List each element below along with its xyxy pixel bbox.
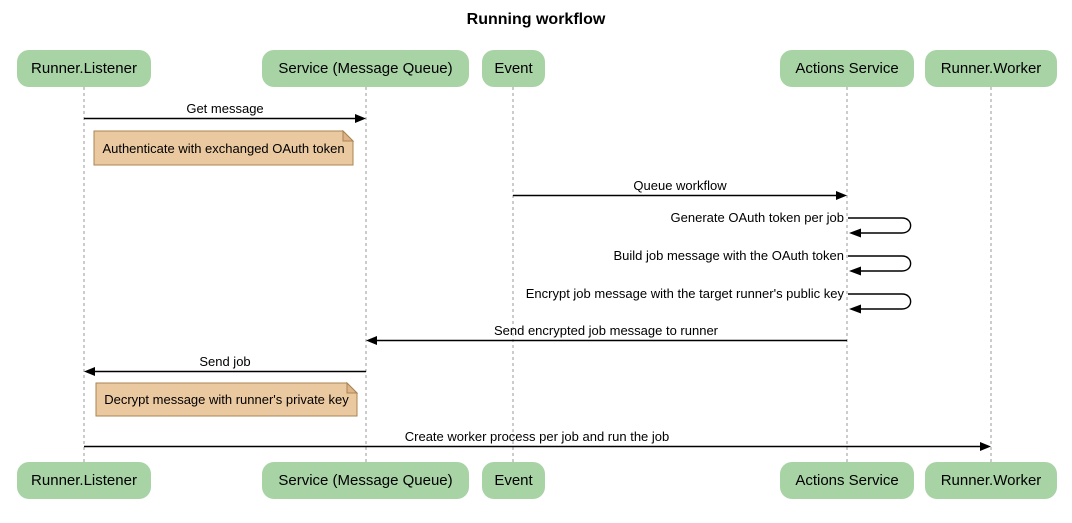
self-loop-build-job-message bbox=[848, 255, 912, 276]
arrow-create-worker bbox=[84, 442, 991, 451]
arrowhead-left-icon bbox=[366, 336, 377, 345]
participant-label: Runner.Listener bbox=[31, 60, 137, 77]
note-body bbox=[95, 382, 358, 417]
loop-line bbox=[848, 255, 912, 272]
arrowhead-left-icon bbox=[849, 266, 861, 276]
note-decrypt-private-key: Decrypt message with runner's private ke… bbox=[104, 392, 349, 407]
participant-top-service-message-queue: Service (Message Queue) bbox=[262, 50, 469, 87]
arrow-send-encrypted-job bbox=[366, 336, 847, 345]
message-label-generate-oauth-token: Generate OAuth token per job bbox=[670, 210, 844, 225]
arrow-queue-workflow bbox=[513, 191, 847, 200]
note-shape-authenticate bbox=[93, 129, 355, 166]
note-shape-decrypt bbox=[95, 381, 359, 417]
participant-bottom-service-message-queue: Service (Message Queue) bbox=[262, 462, 469, 499]
note-fold-icon bbox=[342, 129, 355, 142]
loop-line bbox=[848, 293, 912, 310]
message-label-build-job-message: Build job message with the OAuth token bbox=[613, 248, 844, 263]
participant-bottom-actions-service: Actions Service bbox=[780, 462, 914, 499]
participant-top-runner-listener: Runner.Listener bbox=[17, 50, 151, 87]
participant-top-runner-worker: Runner.Worker bbox=[925, 50, 1057, 87]
note-fold-icon bbox=[346, 381, 359, 394]
note-body bbox=[93, 130, 354, 166]
message-label-get-message: Get message bbox=[186, 101, 264, 116]
message-label-send-encrypted-job: Send encrypted job message to runner bbox=[493, 323, 719, 338]
arrow-get-message bbox=[84, 114, 366, 123]
arrow-send-job bbox=[84, 367, 366, 376]
arrowhead-left-icon bbox=[849, 304, 861, 314]
self-loop-generate-oauth-token bbox=[848, 217, 912, 238]
participant-label: Runner.Worker bbox=[940, 60, 1042, 77]
participant-label: Service (Message Queue) bbox=[278, 60, 453, 77]
participant-bottom-event: Event bbox=[482, 462, 545, 499]
message-label-encrypt-job-message: Encrypt job message with the target runn… bbox=[525, 286, 844, 301]
loop-line bbox=[848, 217, 912, 234]
message-label-create-worker: Create worker process per job and run th… bbox=[404, 429, 670, 444]
participant-bottom-runner-worker: Runner.Worker bbox=[925, 462, 1057, 499]
note-authenticate-oauth: Authenticate with exchanged OAuth token bbox=[102, 140, 345, 156]
message-label-send-job: Send job bbox=[199, 354, 251, 369]
participant-label: Event bbox=[494, 60, 533, 77]
message-label-queue-workflow: Queue workflow bbox=[633, 178, 727, 193]
participant-label: Actions Service bbox=[795, 472, 899, 489]
participant-bottom-runner-listener: Runner.Listener bbox=[17, 462, 151, 499]
participant-label: Runner.Listener bbox=[31, 472, 137, 489]
arrowhead-left-icon bbox=[84, 367, 95, 376]
arrowhead-right-icon bbox=[980, 442, 991, 451]
arrowhead-right-icon bbox=[355, 114, 366, 123]
participant-label: Actions Service bbox=[795, 60, 899, 77]
arrowhead-right-icon bbox=[836, 191, 847, 200]
diagram-title: Running workflow bbox=[466, 11, 606, 28]
participant-top-event: Event bbox=[482, 50, 545, 87]
participant-top-actions-service: Actions Service bbox=[780, 50, 914, 87]
participant-label: Event bbox=[494, 472, 533, 489]
participant-label: Runner.Worker bbox=[940, 472, 1042, 489]
participant-label: Service (Message Queue) bbox=[278, 472, 453, 489]
arrowhead-left-icon bbox=[849, 228, 861, 238]
self-loop-encrypt-job-message bbox=[848, 293, 912, 314]
